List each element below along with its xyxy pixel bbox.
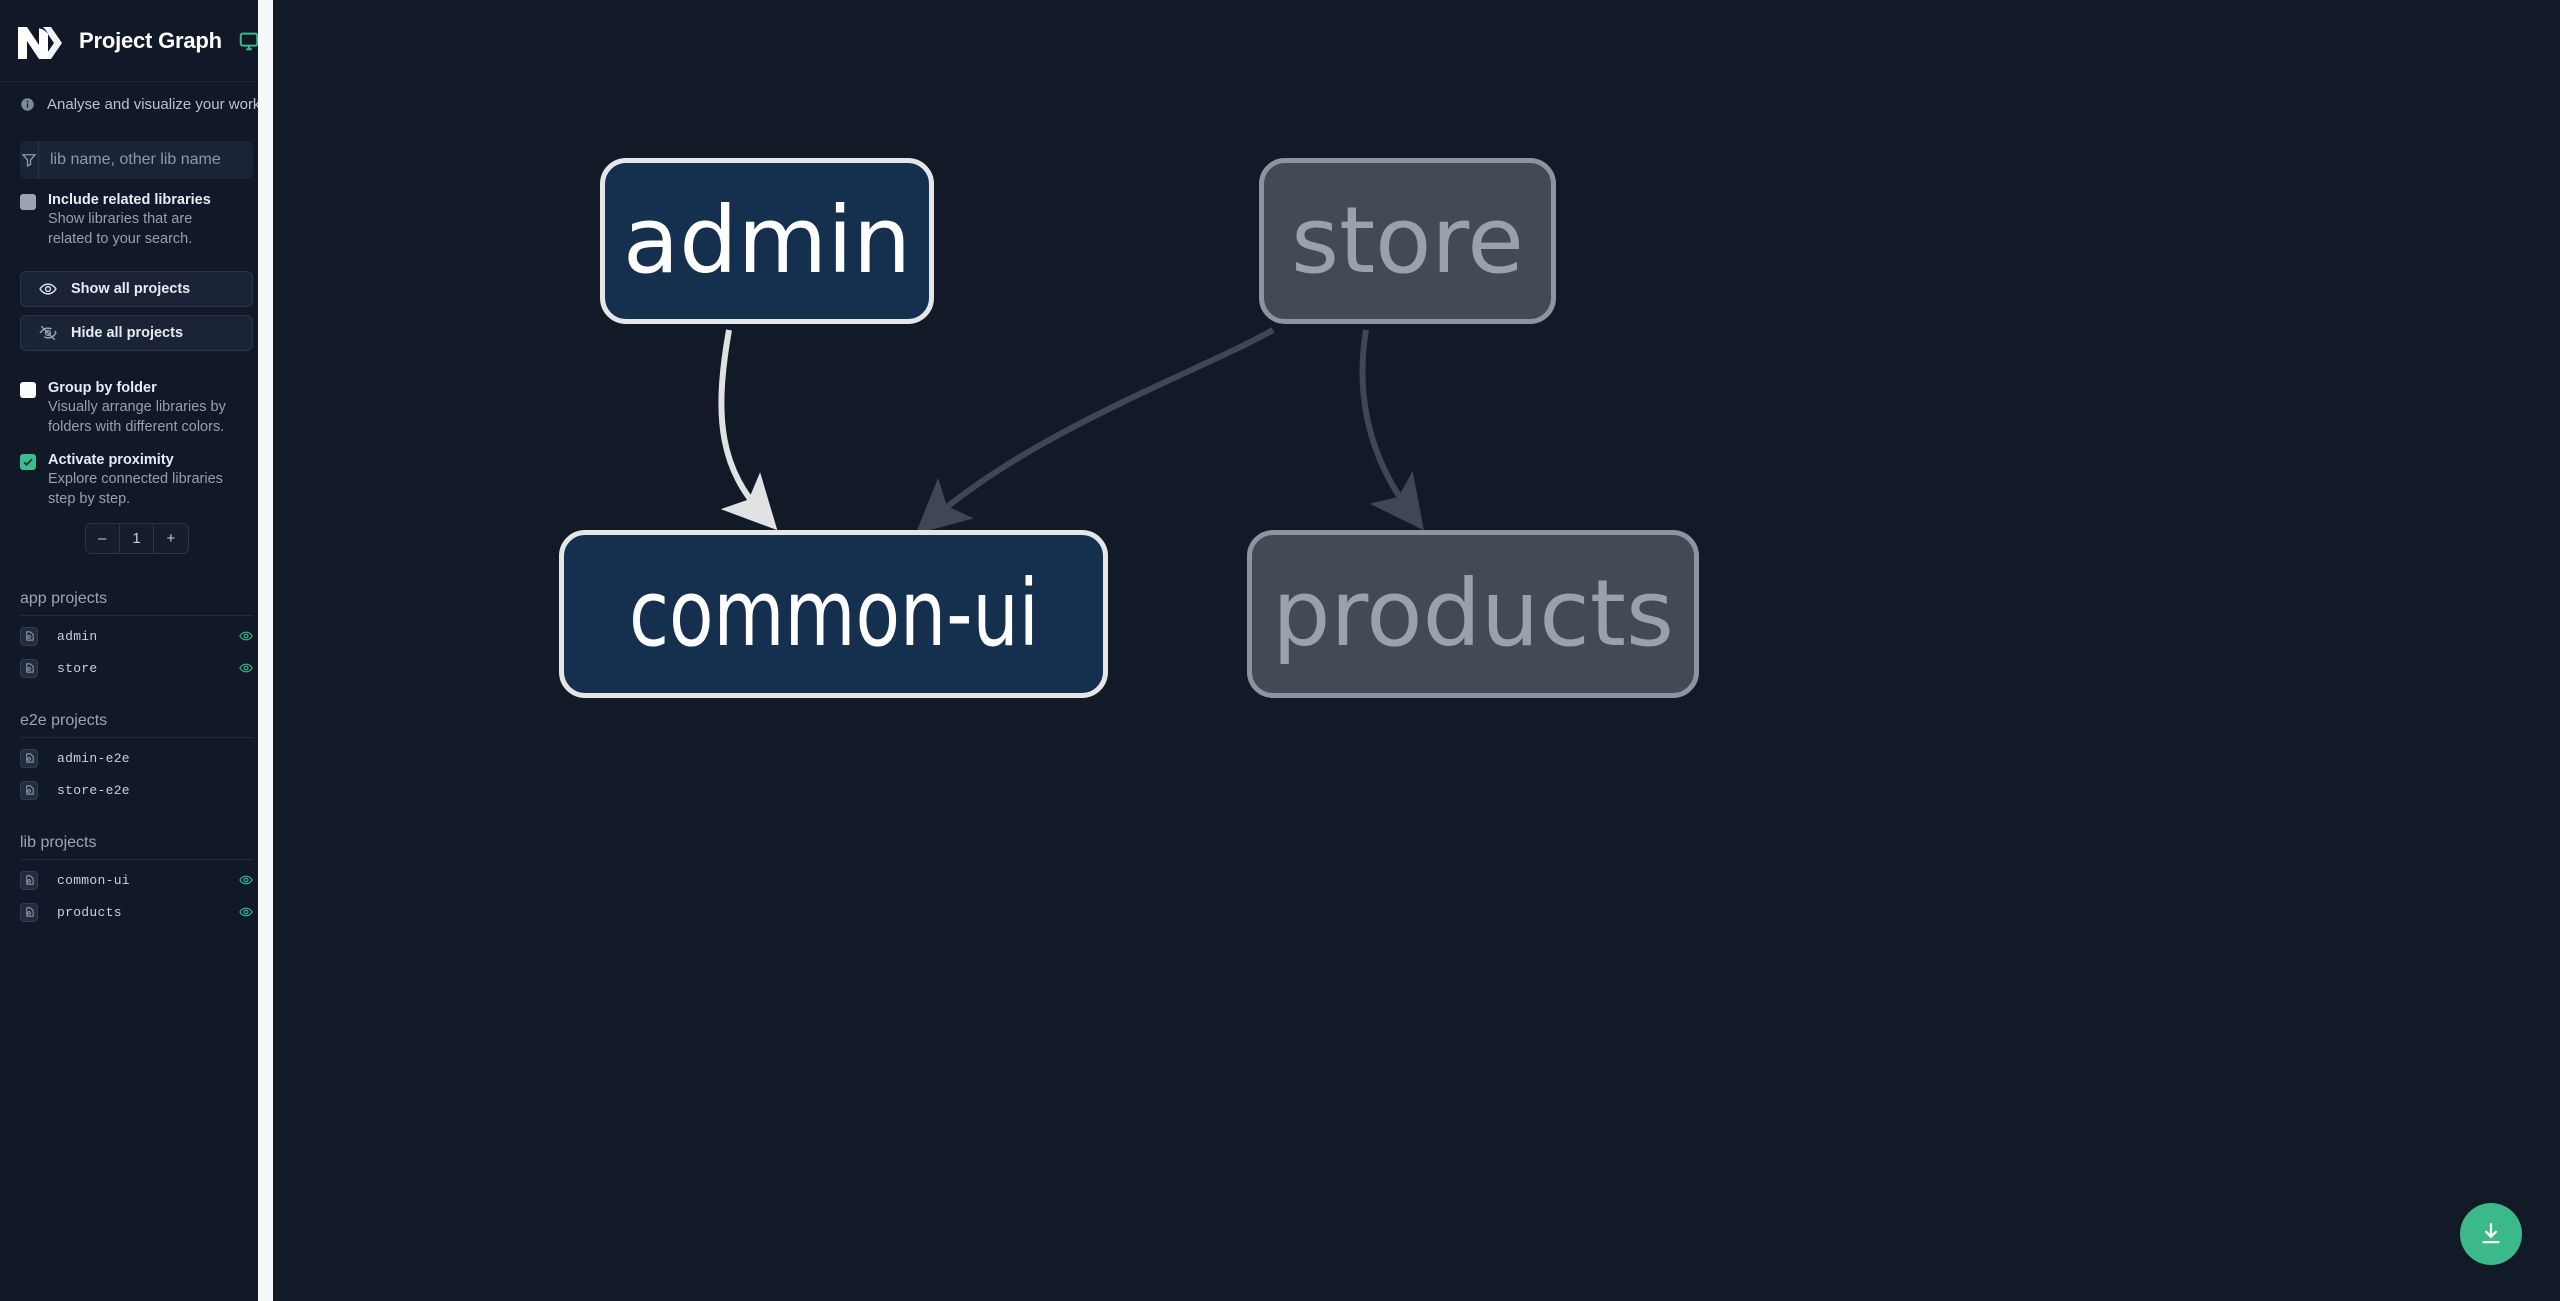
info-icon [21, 98, 34, 111]
eye-icon [39, 283, 57, 295]
sidebar-subtitle: Analyse and visualize your workspace. [47, 96, 273, 113]
project-name: common-ui [57, 872, 130, 888]
eye-icon[interactable] [239, 629, 253, 643]
project-row-store[interactable]: store [20, 656, 253, 680]
graph-node-common-ui[interactable]: common-ui [559, 530, 1108, 698]
option-group-by-folder[interactable]: Group by folder Visually arrange librari… [0, 351, 273, 437]
stepper-divider [153, 524, 155, 553]
graph-canvas[interactable]: admin store common-ui products [273, 0, 2560, 1301]
search-box[interactable] [20, 141, 253, 179]
graph-node-products[interactable]: products [1247, 530, 1699, 698]
proximity-value: 1 [132, 530, 141, 547]
sidebar-header: Project Graph [0, 0, 273, 82]
graph-edges [718, 327, 1424, 534]
hide-all-projects-label: Hide all projects [71, 325, 184, 341]
project-group-lib: lib projects common-ui pro [20, 834, 253, 924]
eye-icon[interactable] [239, 905, 253, 919]
project-group-app: app projects admin store [20, 590, 253, 680]
project-file-icon [20, 748, 38, 768]
project-name: admin-e2e [57, 750, 130, 766]
project-row-products[interactable]: products [20, 900, 253, 924]
stepper-divider [118, 524, 120, 553]
search-input[interactable] [39, 141, 253, 179]
node-label: store [1291, 187, 1524, 294]
sidebar-subtitle-row: Analyse and visualize your workspace. [0, 82, 273, 121]
project-file-icon [20, 658, 38, 678]
project-row-admin-e2e[interactable]: admin-e2e [20, 746, 253, 770]
option-activate-proximity[interactable]: Activate proximity Explore connected lib… [0, 437, 273, 509]
option-title: Group by folder [48, 380, 157, 396]
show-all-projects-button[interactable]: Show all projects [20, 271, 253, 307]
project-name: store [57, 660, 98, 676]
show-all-projects-label: Show all projects [71, 281, 191, 297]
include-related-libraries-checkbox[interactable] [20, 194, 36, 210]
hide-all-projects-button[interactable]: Hide all projects [20, 315, 253, 351]
option-title: Activate proximity [48, 452, 174, 468]
option-description: Show libraries that are related to your … [48, 211, 193, 247]
project-file-icon [20, 626, 38, 646]
eye-off-icon [39, 325, 57, 341]
group-by-folder-checkbox[interactable] [20, 382, 36, 398]
project-row-store-e2e[interactable]: store-e2e [20, 778, 253, 802]
group-title: app projects [20, 590, 253, 616]
project-group-e2e: e2e projects admin-e2e store-e2e [20, 712, 253, 802]
filter-funnel-icon [20, 141, 39, 179]
project-name: store-e2e [57, 782, 130, 798]
graph-node-admin[interactable]: admin [600, 158, 934, 324]
edge-admin-to-common-ui [718, 329, 778, 531]
proximity-increment-button[interactable]: + [166, 530, 176, 547]
option-include-related-libraries[interactable]: Include related libraries Show libraries… [0, 179, 273, 249]
eye-icon[interactable] [239, 661, 253, 675]
project-file-icon [20, 902, 38, 922]
nx-logo [18, 24, 62, 59]
proximity-decrement-button[interactable]: – [97, 530, 107, 547]
option-description: Explore connected libraries step by step… [48, 471, 223, 507]
proximity-stepper[interactable]: – 1 + [84, 523, 189, 554]
project-row-admin[interactable]: admin [20, 624, 253, 648]
node-label: admin [622, 187, 912, 294]
project-name: products [57, 904, 122, 920]
activate-proximity-checkbox[interactable] [20, 454, 36, 470]
download-icon [2482, 1223, 2500, 1244]
group-title: e2e projects [20, 712, 253, 738]
eye-icon[interactable] [239, 873, 253, 887]
option-title: Include related libraries [48, 192, 211, 208]
option-description: Visually arrange libraries by folders wi… [48, 399, 226, 435]
node-label: products [1272, 560, 1674, 667]
monitor-icon[interactable] [238, 30, 260, 52]
node-label: common-ui [628, 560, 1039, 667]
page-title: Project Graph [79, 27, 222, 53]
project-file-icon [20, 780, 38, 800]
graph-node-store[interactable]: store [1259, 158, 1556, 324]
project-file-icon [20, 870, 38, 890]
project-name: admin [57, 628, 98, 644]
edge-store-to-common-ui [915, 327, 1275, 534]
sidebar: Project Graph Analyse and visualize your… [0, 0, 273, 1301]
group-title: lib projects [20, 834, 253, 860]
project-row-common-ui[interactable]: common-ui [20, 868, 253, 892]
download-image-button[interactable] [2460, 1203, 2522, 1265]
sidebar-scrollbar[interactable] [258, 0, 273, 1301]
edge-store-to-products [1359, 329, 1424, 531]
check-icon [23, 458, 33, 466]
